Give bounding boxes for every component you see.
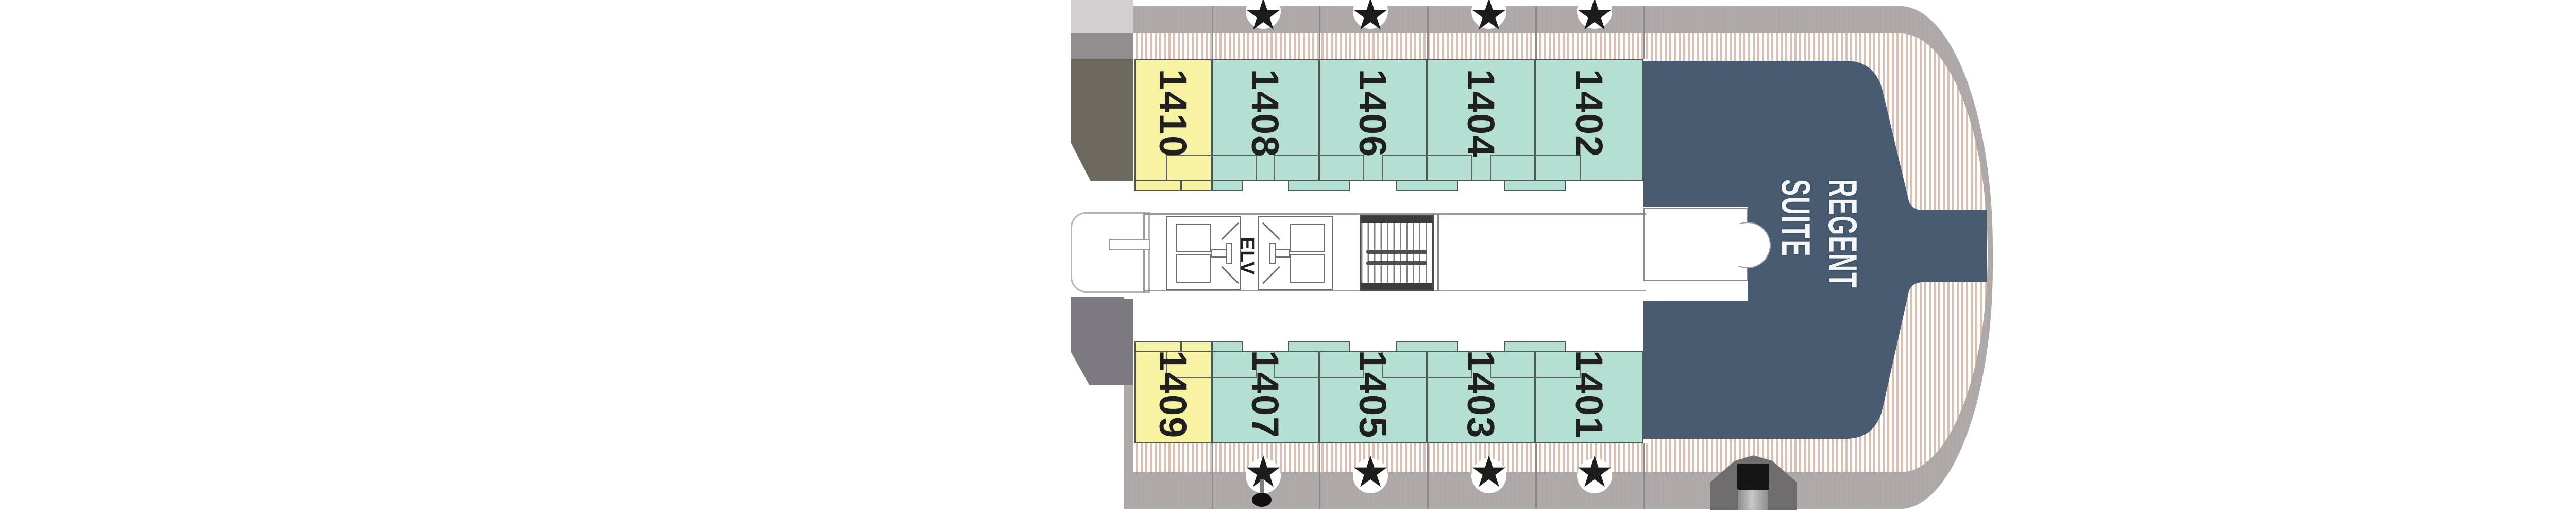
cabin-number: 1402 <box>1568 68 1611 158</box>
deck-division-line <box>1319 6 1320 59</box>
cabin-entry-step <box>1396 341 1458 351</box>
cabin-1404 <box>1427 59 1535 181</box>
cabin-number: 1405 <box>1351 350 1395 439</box>
cabin-entry-step <box>1212 341 1243 351</box>
cabin-entry-step <box>1396 181 1458 191</box>
cabin-number: 1406 <box>1351 68 1395 158</box>
elevator-car-icon <box>1290 224 1325 252</box>
deck-division-line <box>1212 443 1213 509</box>
deck-division-line <box>1535 6 1537 59</box>
elevator-label: ELV <box>1236 236 1258 276</box>
regent-suite-label: REGENT SUITE <box>1773 179 1866 313</box>
star-notch <box>1471 458 1506 493</box>
platform-wall <box>1143 212 1145 293</box>
staircase-landing <box>1361 216 1432 223</box>
star-icon: ★ <box>1575 448 1614 496</box>
regent-suite-area <box>1643 61 1987 439</box>
cabin-entry-step <box>1134 341 1181 351</box>
cabin-number: 1403 <box>1460 350 1503 439</box>
star-icon: ★ <box>1469 448 1509 496</box>
stern-door <box>1109 239 1150 250</box>
cabin-1410 <box>1134 59 1212 181</box>
cabin-entry-step <box>1181 341 1212 351</box>
star-notch <box>1577 458 1612 493</box>
deck-division-line <box>1319 443 1320 509</box>
cabin-entry-step <box>1181 181 1212 191</box>
star-notch <box>1353 0 1388 29</box>
star-notch <box>1246 0 1281 29</box>
cabin-number: 1410 <box>1151 68 1195 158</box>
star-icon: ★ <box>1469 0 1509 39</box>
deck-division-line <box>1427 6 1429 59</box>
elevator-door-icon <box>1269 243 1276 264</box>
star-icon: ★ <box>1575 0 1614 39</box>
cabin-1406 <box>1319 59 1427 181</box>
star-icon: ★ <box>1244 0 1283 39</box>
cabin-number: 1404 <box>1460 68 1503 158</box>
star-notch <box>1577 0 1612 29</box>
cabin-entry-step <box>1212 181 1243 191</box>
cabin-number: 1408 <box>1244 68 1287 158</box>
cabin-alcove-line <box>1382 154 1472 181</box>
stern-gap-patch <box>1124 291 1145 299</box>
cabin-alcove-line <box>1166 351 1257 378</box>
stern-platform <box>1071 212 1150 293</box>
cabin-entry-step <box>1134 181 1181 191</box>
cabin-alcove-line <box>1274 351 1364 378</box>
deck-division-line <box>1427 443 1429 509</box>
staircase-rail <box>1366 250 1427 254</box>
elevator-door-icon <box>1226 243 1232 264</box>
corridor-wall <box>1143 213 1646 215</box>
staircase-rail <box>1366 261 1427 265</box>
cabin-number: 1401 <box>1568 350 1611 439</box>
stern-deck-shadow-bottom <box>1071 297 1133 385</box>
funnel-stack-icon <box>1737 464 1769 490</box>
stern-deck-mid <box>1071 33 1133 59</box>
cabin-1408 <box>1212 59 1319 181</box>
cabin-number: 1409 <box>1151 350 1195 439</box>
deck-division-line <box>1643 6 1645 59</box>
deck-division-line <box>1643 443 1645 509</box>
cabin-alcove-line <box>1382 351 1472 378</box>
cabin-1401 <box>1535 351 1643 443</box>
cabin-1402 <box>1535 59 1643 181</box>
suite-entry-arch-fill <box>1718 224 1746 266</box>
cabin-entry-step <box>1288 181 1350 191</box>
cabin-1407 <box>1212 351 1319 443</box>
cabin-1403 <box>1427 351 1535 443</box>
flag-pole-base-icon <box>1252 493 1272 507</box>
cabin-entry-step <box>1288 341 1350 351</box>
stair-enclosure-wall <box>1437 215 1439 291</box>
stern-deck-light <box>1071 0 1133 33</box>
stern-deck-shadow-top <box>1071 59 1133 181</box>
cabin-alcove-line <box>1490 154 1581 181</box>
cabin-1409 <box>1134 351 1212 443</box>
elevator-car-icon <box>1176 254 1211 283</box>
elevator-car-icon <box>1290 254 1325 283</box>
cabin-number: 1407 <box>1244 350 1287 439</box>
funnel-base-icon <box>1738 490 1768 510</box>
star-icon: ★ <box>1351 448 1390 496</box>
cabin-alcove-line <box>1490 351 1581 378</box>
elevator-car-icon <box>1176 224 1211 252</box>
cabin-alcove-line <box>1166 154 1257 181</box>
cabin-1405 <box>1319 351 1427 443</box>
staircase-landing <box>1361 283 1432 289</box>
star-notch <box>1471 0 1506 29</box>
cabin-entry-step <box>1504 181 1566 191</box>
deck-division-line <box>1535 443 1537 509</box>
cabin-entry-step <box>1504 341 1566 351</box>
star-icon: ★ <box>1351 0 1390 39</box>
cabin-alcove-line <box>1274 154 1364 181</box>
star-notch <box>1353 458 1388 493</box>
deck-division-line <box>1212 6 1213 59</box>
